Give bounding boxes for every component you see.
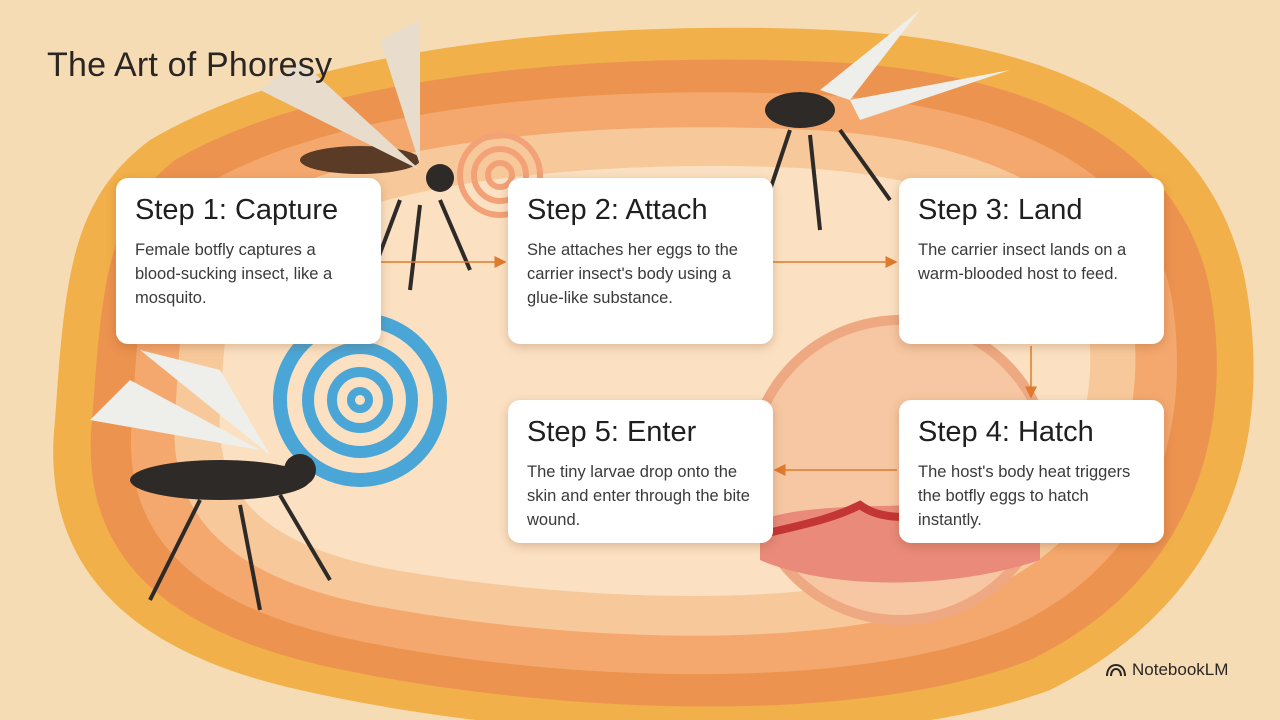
step-title: Step 3: Land (918, 194, 1146, 227)
step-title: Step 5: Enter (527, 416, 755, 449)
step-card-enter: Step 5: Enter The tiny larvae drop onto … (508, 400, 773, 543)
slide-title: The Art of Phoresy (47, 46, 332, 85)
step-title: Step 2: Attach (527, 194, 755, 227)
step-card-capture: Step 1: Capture Female botfly captures a… (116, 178, 381, 344)
step-description: The carrier insect lands on a warm-blood… (918, 238, 1146, 286)
step-title: Step 1: Capture (135, 194, 363, 227)
step-description: Female botfly captures a blood-sucking i… (135, 238, 363, 310)
step-card-attach: Step 2: Attach She attaches her eggs to … (508, 178, 773, 344)
step-card-hatch: Step 4: Hatch The host's body heat trigg… (899, 400, 1164, 543)
notebooklm-watermark: NotebookLM (1106, 660, 1228, 680)
notebooklm-logo-icon (1106, 663, 1126, 677)
step-description: The host's body heat triggers the botfly… (918, 460, 1146, 532)
step-title: Step 4: Hatch (918, 416, 1146, 449)
step-description: She attaches her eggs to the carrier ins… (527, 238, 755, 310)
brand-name: NotebookLM (1132, 660, 1228, 680)
step-description: The tiny larvae drop onto the skin and e… (527, 460, 755, 532)
step-card-land: Step 3: Land The carrier insect lands on… (899, 178, 1164, 344)
